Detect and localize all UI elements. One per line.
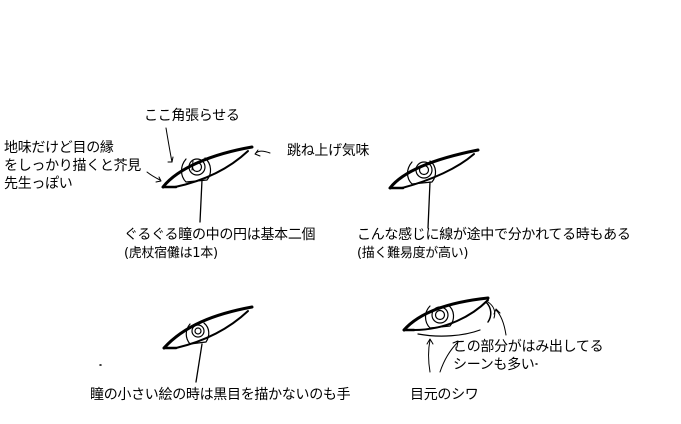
eye-sketch-2 [388, 148, 480, 229]
split-line-note-line1: こんな感じに線が途中で分かれてる時もある [357, 227, 631, 243]
split-line-note-line2: (描く難易度が高い) [357, 246, 469, 261]
overflow-note-line1: この部分がはみ出してる [453, 339, 604, 355]
upper-lid-note: 跳ね上げ気味 [287, 143, 370, 159]
outline-note-line2: をしっかり描くと芥見 [4, 158, 141, 174]
wrinkle-note: 目元のシワ [410, 387, 479, 403]
iris-note-line1: ぐるぐる瞳の中の円は基本二個 [124, 227, 316, 243]
corner-note: ここ角張らせる [144, 108, 240, 124]
eye-sketch-4 [402, 296, 507, 373]
eye-sketch-1 [146, 127, 271, 223]
overflow-note-line2: シーンも多い [453, 357, 535, 373]
outline-note-line1: 地味だけど目の縁 [4, 140, 114, 156]
eye-sketch-3 [162, 305, 254, 383]
small-eye-note: 瞳の小さい絵の時は黒目を描かないのも手 [90, 387, 351, 403]
iris-note-line2: (虎杖宿儺は1本) [124, 246, 218, 261]
outline-note-line3: 先生っぽい [4, 176, 73, 192]
